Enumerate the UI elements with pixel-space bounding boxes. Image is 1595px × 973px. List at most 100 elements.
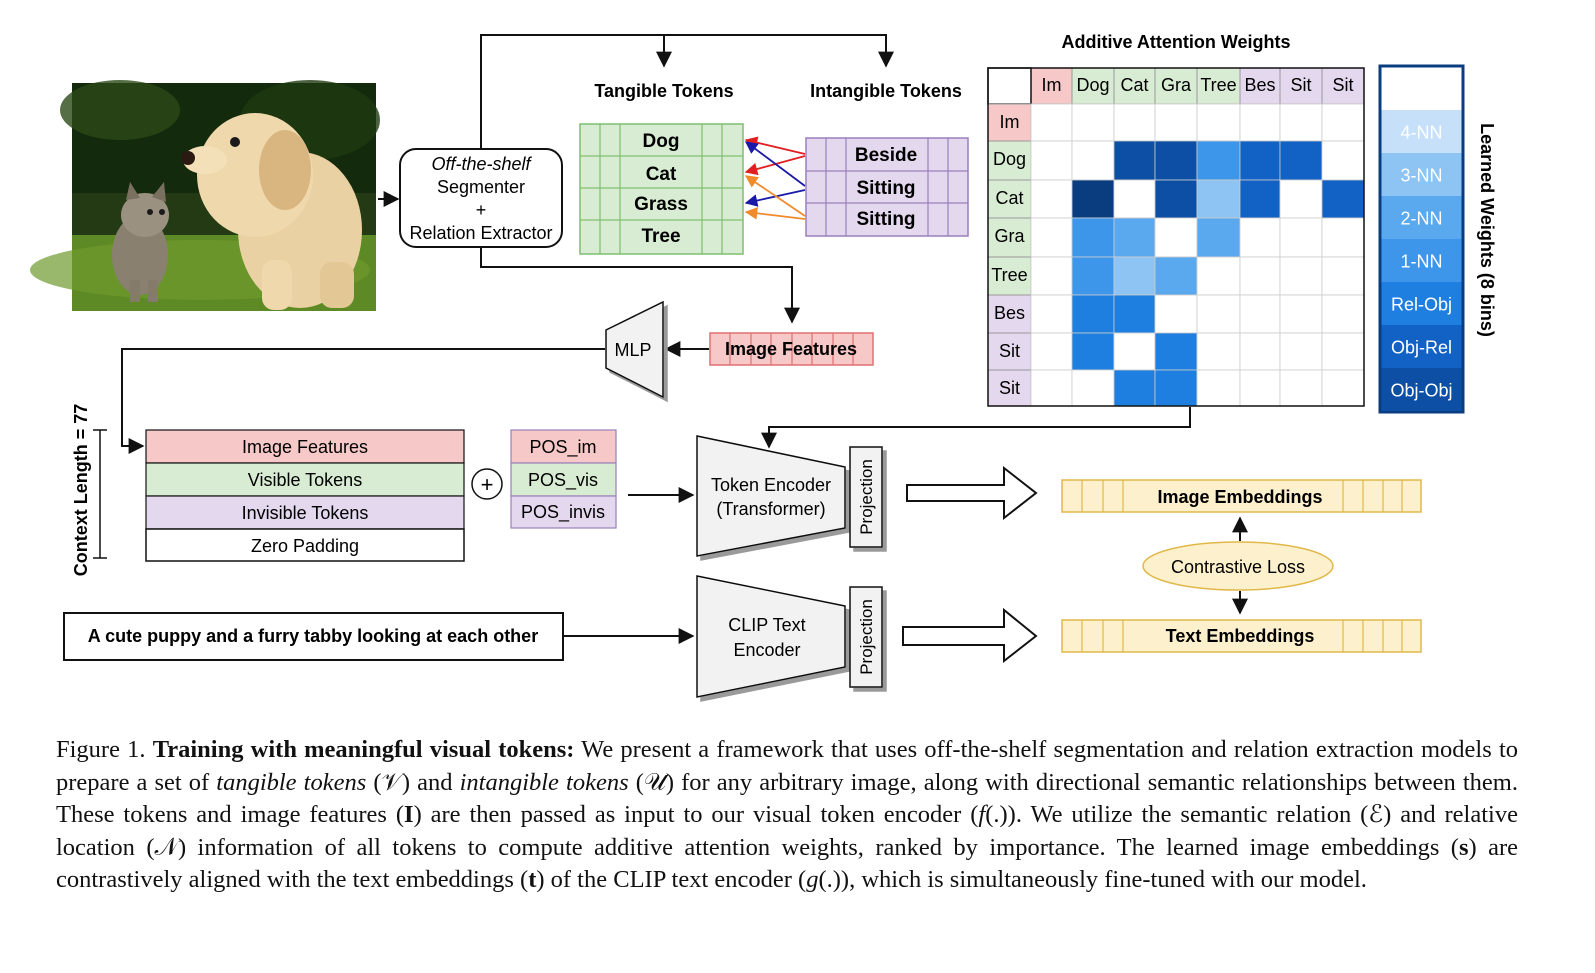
intangible-item: Sitting [856, 209, 915, 230]
attention-col-header [1154, 67, 1198, 105]
hollow-arrow-image [906, 465, 1038, 521]
legend-bin [1381, 196, 1462, 239]
attention-col-label: Sit [1290, 75, 1311, 95]
attention-cell [1239, 103, 1281, 142]
attention-cell [1239, 294, 1281, 334]
clip-encoder-line1: CLIP Text [728, 615, 805, 635]
attention-cell [1113, 369, 1156, 407]
svg-text:Projection: Projection [857, 459, 876, 535]
segmenter-box: Off-the-shelf Segmenter + Relation Extra… [399, 148, 563, 248]
segmenter-line2: Segmenter [437, 177, 525, 197]
attention-row-label: Im [1000, 112, 1020, 132]
positional-embeddings: POS_im POS_vis POS_invis [510, 429, 617, 529]
figure-caption: Figure 1. Training with meaningful visua… [56, 736, 1519, 894]
attention-col-header [1030, 67, 1073, 105]
stack-visible-tokens: Visible Tokens [248, 470, 362, 490]
segmenter-line1: Off-the-shelf [431, 154, 532, 174]
attention-cell [1071, 140, 1115, 181]
input-photo [30, 80, 380, 311]
attention-cell [1279, 103, 1323, 142]
attention-cell [1321, 140, 1365, 181]
attention-row-label: Tree [991, 265, 1027, 285]
attention-cell [1154, 103, 1198, 142]
attention-cell [1279, 332, 1323, 371]
attention-cell [1030, 294, 1073, 334]
attention-cell [1279, 294, 1323, 334]
attention-cell [1113, 217, 1156, 258]
token-encoder-line2: (Transformer) [716, 499, 825, 519]
attention-row-label: Gra [994, 226, 1025, 246]
input-stack: Image Features Visible Tokens Invisible … [145, 429, 465, 562]
tangible-item: Grass [634, 194, 688, 215]
attention-cell [1239, 140, 1281, 181]
legend-bin-label: Rel-Obj [1391, 295, 1452, 315]
attention-cell [1196, 103, 1241, 142]
segmenter-to-features-arrow [480, 247, 800, 324]
mlp-label: MLP [614, 340, 651, 360]
attention-cell [1113, 103, 1156, 142]
attention-cell [1154, 217, 1198, 258]
attention-cell [1030, 217, 1073, 258]
attention-col-label: Cat [1120, 75, 1148, 95]
text-embeddings-label: Text Embeddings [1166, 626, 1315, 646]
legend-bin-label: Obj-Rel [1391, 338, 1452, 358]
attention-cell [1196, 179, 1241, 219]
tangible-grid: Dog Cat Grass Tree [579, 123, 744, 255]
attention-cell [1113, 179, 1156, 219]
attention-col-label: Bes [1244, 75, 1275, 95]
attention-row-label: Cat [995, 188, 1023, 208]
attention-cell [1196, 332, 1241, 371]
attention-cell [1321, 179, 1365, 219]
legend-bin-label: 3-NN [1400, 166, 1442, 186]
attention-frame [987, 67, 1365, 407]
legend-bin [1381, 325, 1462, 368]
attention-row-label: Sit [999, 341, 1020, 361]
attention-row-header [987, 179, 1032, 219]
segmenter-line4: Relation Extractor [409, 223, 552, 243]
attention-cell [1030, 179, 1073, 219]
attention-col-label: Sit [1332, 75, 1353, 95]
stack-invisible-tokens: Invisible Tokens [242, 503, 369, 523]
attention-cell [1030, 332, 1073, 371]
stack-image-features: Image Features [242, 437, 368, 457]
intangible-grid: Beside Sitting Sitting [805, 137, 969, 237]
attention-cell [1239, 369, 1281, 407]
attention-cell [1154, 140, 1198, 181]
attention-cell [1196, 140, 1241, 181]
attention-corner [987, 67, 1032, 105]
attention-cell [1239, 332, 1281, 371]
mlp-block: MLP [605, 300, 664, 399]
attention-cell [1030, 256, 1073, 296]
attention-cell [1030, 140, 1073, 181]
mlp-to-stack-arrow [121, 348, 605, 454]
attention-cell [1279, 140, 1323, 181]
attention-cell [1154, 332, 1198, 371]
image-features-bar: Image Features [709, 332, 874, 366]
token-encoder-line1: Token Encoder [711, 475, 831, 495]
legend-bin [1381, 110, 1462, 153]
caption-bold-title: Training with meaningful visual tokens: [152, 736, 575, 763]
attention-cell [1030, 369, 1073, 407]
legend-bin [1381, 153, 1462, 196]
attention-cell [1279, 217, 1323, 258]
tangible-item: Cat [646, 164, 677, 185]
image-embeddings-label: Image Embeddings [1157, 487, 1322, 507]
segmenter-to-intangible-arrow [480, 34, 894, 149]
attention-cell [1239, 256, 1281, 296]
attention-cell [1196, 294, 1241, 334]
attention-cell [1321, 103, 1365, 142]
attention-col-header [1279, 67, 1323, 105]
svg-text:+: + [481, 472, 494, 497]
attention-cell [1279, 369, 1323, 407]
attention-cell [1071, 294, 1115, 334]
stack-zero-padding: Zero Padding [251, 536, 359, 556]
svg-text:Projection: Projection [857, 599, 876, 675]
attention-cell [1239, 217, 1281, 258]
attention-cell [1321, 294, 1365, 334]
framework-diagram: Off-the-shelf Segmenter + Relation Extra… [30, 32, 1497, 698]
legend-title: Learned Weights (8 bins) [1477, 123, 1497, 337]
projection-top: Projection [849, 446, 883, 548]
legend-bin-label: Obj-Obj [1390, 381, 1452, 401]
